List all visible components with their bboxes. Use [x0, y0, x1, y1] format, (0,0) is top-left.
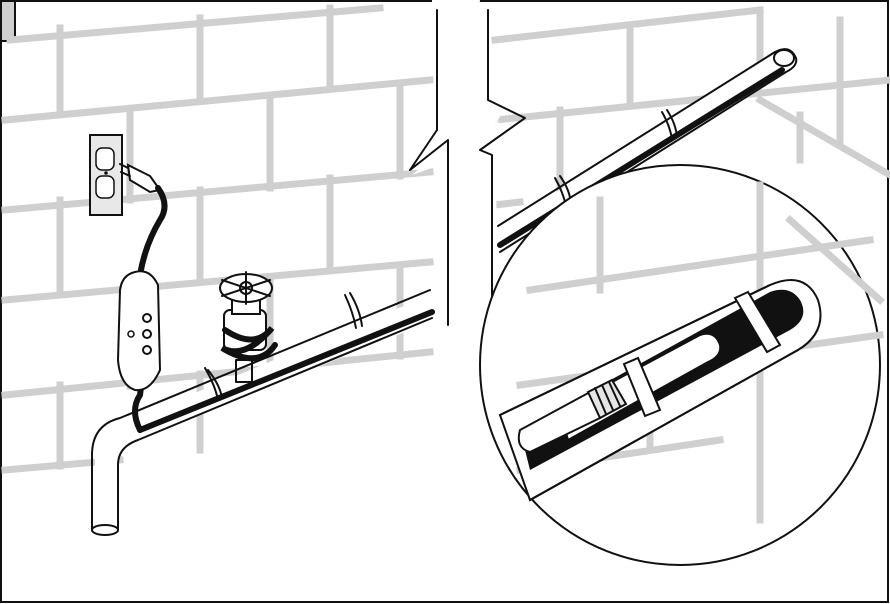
electrical-outlet-icon — [90, 135, 122, 215]
magnified-detail-icon — [480, 165, 880, 565]
thermostat-controller-icon — [118, 271, 160, 390]
